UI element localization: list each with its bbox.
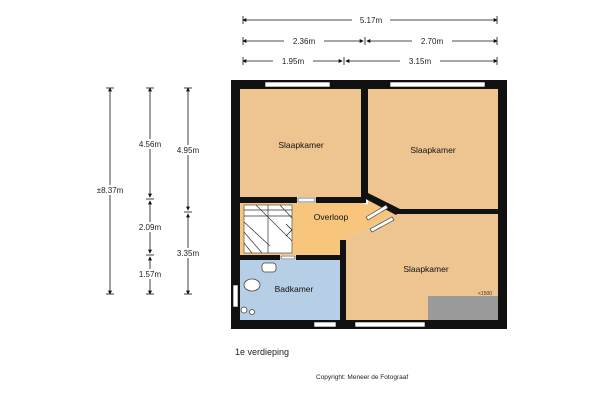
- dim-total-width: 5.17m: [360, 16, 383, 25]
- windows: [232, 81, 486, 328]
- room-label-bedroom-top-right: Slaapkamer: [410, 145, 456, 155]
- dim-width-left-inner: 1.95m: [282, 57, 305, 66]
- low-ceiling-note: <1500: [478, 291, 492, 297]
- dim-depth-a3: 1.57m: [139, 270, 162, 279]
- low-ceiling-area: [428, 296, 498, 320]
- dim-width-right-inner: 3.15m: [409, 57, 432, 66]
- copyright-text: Copyright: Meneer de Fotograaf: [316, 374, 409, 381]
- doors: [280, 197, 395, 260]
- staircase: [243, 204, 293, 254]
- bathroom-fixtures: [240, 262, 277, 315]
- dim-depth-b2: 3.35m: [177, 249, 200, 258]
- dim-depth-a2: 2.09m: [139, 223, 162, 232]
- dim-total-depth: ±8.37m: [97, 186, 124, 195]
- dim-depth-b1: 4.95m: [177, 146, 200, 155]
- dim-depth-a1: 4.56m: [139, 140, 162, 149]
- room-label-landing: Overloop: [314, 212, 349, 222]
- dim-width-right: 2.70m: [421, 37, 444, 46]
- room-label-bedroom-top-left: Slaapkamer: [278, 140, 324, 150]
- floor-label: 1e verdieping: [235, 347, 290, 357]
- room-label-bedroom-bottom: Slaapkamer: [403, 264, 449, 274]
- dim-width-left: 2.36m: [293, 37, 316, 46]
- room-label-bathroom: Badkamer: [275, 284, 314, 294]
